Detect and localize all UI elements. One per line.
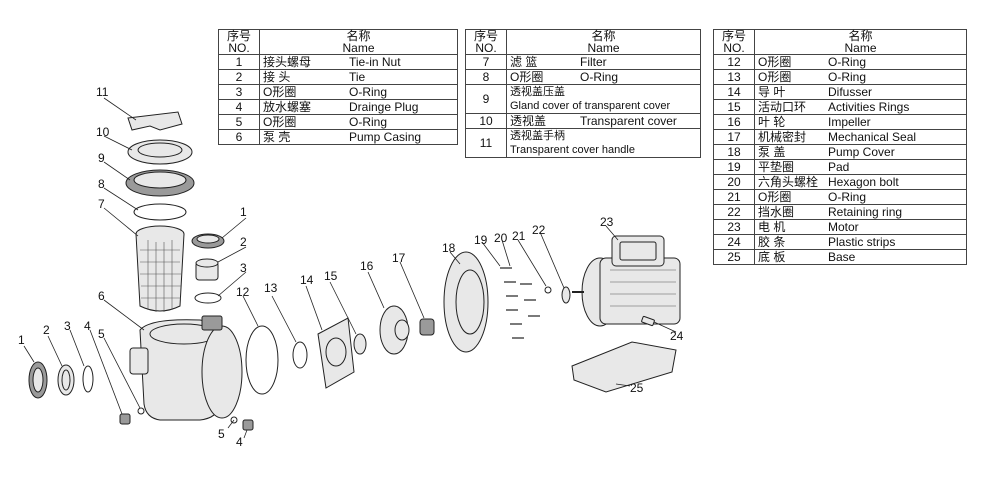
impeller-part bbox=[379, 305, 410, 355]
diffuser-part bbox=[317, 317, 355, 389]
motor-o-ring-part bbox=[544, 286, 552, 294]
callout-25: 25 bbox=[630, 381, 644, 395]
callout-20: 20 bbox=[494, 231, 508, 245]
filter-basket-part bbox=[135, 225, 185, 312]
callout-11: 11 bbox=[96, 85, 109, 99]
callout-2: 2 bbox=[43, 323, 50, 337]
drainage-plug-part bbox=[119, 413, 254, 431]
callout-7: 7 bbox=[98, 197, 105, 211]
callout-19: 19 bbox=[474, 233, 488, 247]
transparent-cover-part bbox=[127, 139, 193, 165]
callout-4: 4 bbox=[84, 319, 91, 333]
small-o-ring-part bbox=[292, 341, 308, 369]
callout-2-outlet: 2 bbox=[240, 235, 247, 249]
callout-3: 3 bbox=[64, 319, 71, 333]
callout-10: 10 bbox=[96, 125, 110, 139]
callout-9: 9 bbox=[98, 151, 105, 165]
callout-13: 13 bbox=[264, 281, 278, 295]
callout-3-outlet: 3 bbox=[240, 261, 247, 275]
base-part bbox=[571, 341, 677, 393]
callout-22: 22 bbox=[532, 223, 546, 237]
callout-8: 8 bbox=[98, 177, 105, 191]
callout-1-outlet: 1 bbox=[240, 205, 247, 219]
activities-ring-part bbox=[353, 333, 367, 355]
callout-24: 24 bbox=[670, 329, 684, 343]
callout-17: 17 bbox=[392, 251, 406, 265]
callout-23: 23 bbox=[600, 215, 614, 229]
inlet-o-ring-part bbox=[82, 365, 94, 393]
mechanical-seal-part bbox=[419, 318, 435, 336]
pump-casing-part bbox=[129, 315, 243, 421]
callout-14: 14 bbox=[300, 273, 314, 287]
transparent-cover-handle-part bbox=[127, 111, 183, 131]
outlet-tie-part bbox=[195, 258, 219, 281]
callout-5-lower: 5 bbox=[218, 427, 225, 441]
callout-1: 1 bbox=[18, 333, 25, 347]
callout-12: 12 bbox=[236, 285, 250, 299]
hexagon-bolts-part bbox=[500, 267, 540, 339]
gland-cover-part bbox=[125, 169, 195, 197]
large-o-ring-part bbox=[245, 325, 279, 395]
callout-6: 6 bbox=[98, 289, 105, 303]
plastic-strip-part bbox=[641, 315, 655, 327]
retaining-ring-part bbox=[561, 286, 571, 304]
callout-21: 21 bbox=[512, 229, 526, 243]
strainer-o-ring-part bbox=[133, 203, 187, 221]
callout-5: 5 bbox=[98, 327, 105, 341]
pump-cover-part bbox=[443, 251, 489, 353]
outlet-o-ring-part bbox=[194, 292, 222, 304]
drain-o-ring-part bbox=[137, 407, 238, 424]
outlet-nut-part bbox=[191, 233, 225, 249]
callout-18: 18 bbox=[442, 241, 456, 255]
callout-15: 15 bbox=[324, 269, 338, 283]
tie-in-nut-part bbox=[28, 361, 48, 399]
motor-part bbox=[572, 235, 681, 327]
callout-4-lower: 4 bbox=[236, 435, 243, 449]
callout-16: 16 bbox=[360, 259, 374, 273]
tie-part bbox=[57, 364, 75, 396]
